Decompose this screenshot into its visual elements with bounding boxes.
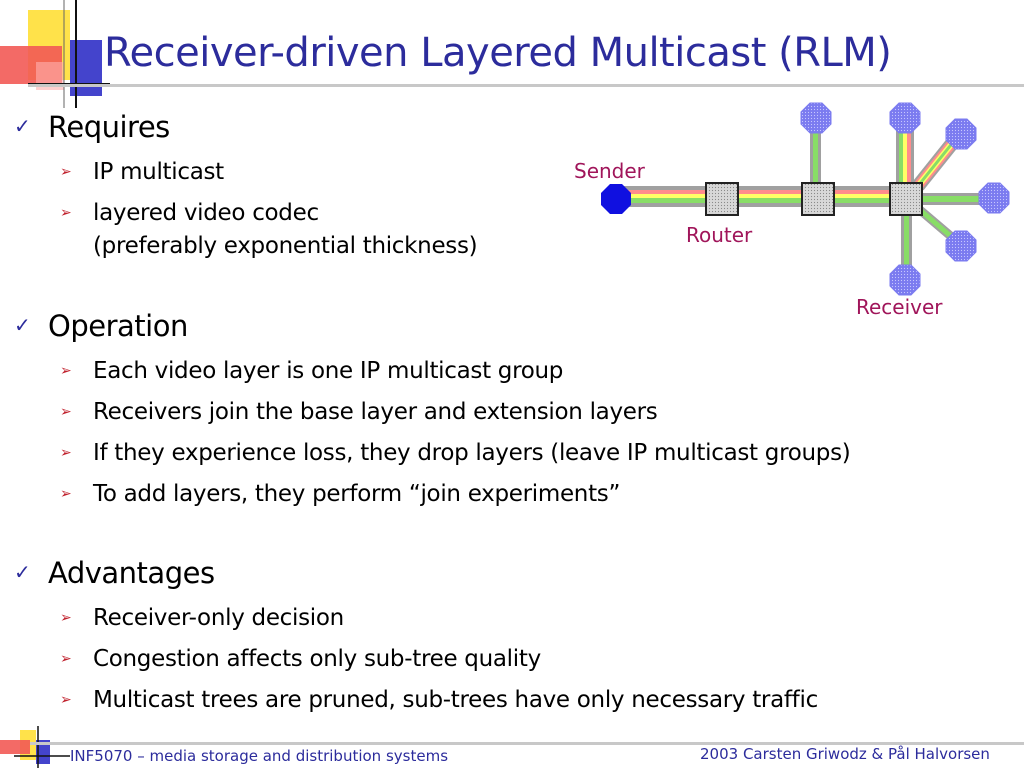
sender-label: Sender — [574, 159, 646, 183]
receiver-node — [889, 264, 921, 296]
footer-divider — [30, 742, 1024, 745]
bullet-operation: ✓ Operation — [14, 309, 188, 343]
checkmark-icon: ✓ — [14, 114, 31, 138]
footer-authors: 2003 Carsten Griwodz & Pål Halvorsen — [700, 745, 990, 763]
footer-course: INF5070 – media storage and distribution… — [70, 747, 449, 765]
slide-title: Receiver-driven Layered Multicast (RLM) — [104, 30, 892, 76]
receiver-node — [800, 102, 832, 134]
arrow-bullet-icon: ➢ — [60, 610, 72, 626]
router-node — [889, 182, 923, 216]
router-node — [705, 182, 739, 216]
list-item: ➢Congestion affects only sub-tree qualit… — [60, 643, 541, 676]
trunk-link — [616, 186, 908, 207]
list-item: ➢layered video codec (preferably exponen… — [60, 197, 478, 263]
heading-requires: Requires — [48, 110, 170, 144]
bullet-advantages: ✓ Advantages — [14, 556, 215, 590]
list-item: ➢Multicast trees are pruned, sub-trees h… — [60, 684, 818, 717]
title-divider — [28, 84, 1024, 87]
list-item: ➢Receiver-only decision — [60, 602, 344, 635]
corner-decoration — [0, 0, 110, 108]
checkmark-icon: ✓ — [14, 313, 31, 337]
arrow-bullet-icon: ➢ — [60, 363, 72, 379]
branch-link — [901, 214, 912, 270]
bullet-requires: ✓ Requires — [14, 110, 170, 144]
receiver-node — [889, 102, 921, 134]
router-label: Router — [686, 223, 753, 247]
heading-advantages: Advantages — [48, 556, 215, 590]
arrow-bullet-icon: ➢ — [60, 651, 72, 667]
arrow-bullet-icon: ➢ — [60, 205, 72, 221]
receiver-label: Receiver — [856, 295, 943, 319]
branch-link — [920, 193, 990, 205]
arrow-bullet-icon: ➢ — [60, 486, 72, 502]
arrow-bullet-icon: ➢ — [60, 164, 72, 180]
branch-link — [810, 118, 821, 184]
list-item: ➢IP multicast — [60, 156, 224, 189]
router-node — [801, 182, 835, 216]
receiver-node — [945, 230, 977, 262]
arrow-bullet-icon: ➢ — [60, 445, 72, 461]
footer-decoration — [0, 726, 70, 768]
checkmark-icon: ✓ — [14, 560, 31, 584]
list-item: ➢To add layers, they perform “join exper… — [60, 478, 620, 511]
branch-link — [896, 118, 914, 184]
receiver-node — [945, 118, 977, 150]
arrow-bullet-icon: ➢ — [60, 692, 72, 708]
heading-operation: Operation — [48, 309, 188, 343]
list-item: ➢Each video layer is one IP multicast gr… — [60, 355, 563, 388]
slide-content: ✓ Requires ➢IP multicast ➢layered video c… — [14, 110, 851, 717]
receiver-node — [978, 182, 1010, 214]
list-item: ➢Receivers join the base layer and exten… — [60, 396, 658, 429]
sender-node — [601, 184, 631, 214]
rlm-diagram: Sender Router Receiver — [574, 102, 1010, 319]
list-item: ➢If they experience loss, they drop laye… — [60, 437, 851, 470]
arrow-bullet-icon: ➢ — [60, 404, 72, 420]
